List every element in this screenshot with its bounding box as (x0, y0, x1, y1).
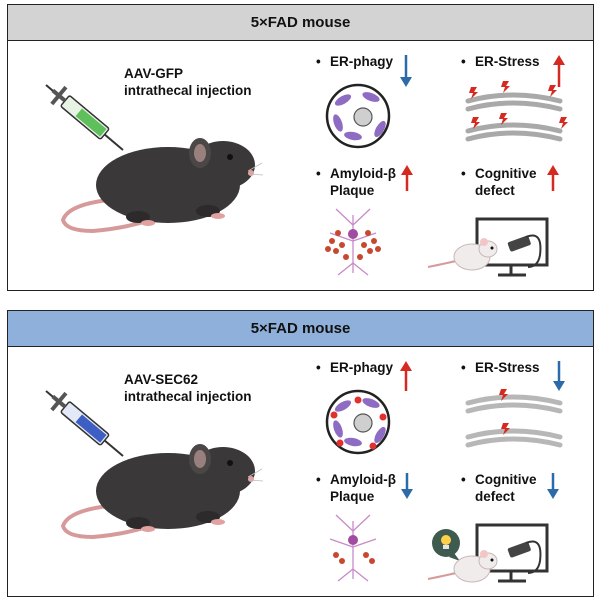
bullet: • (316, 166, 321, 181)
panel-illustration (45, 55, 568, 277)
feature-label: ER-Stress (475, 360, 540, 375)
feature-label: ER-phagy (330, 54, 394, 69)
feature-amyloid-plaque: • Amyloid-β Plaque (316, 165, 396, 199)
er-stress-trend-up-icon (553, 55, 565, 87)
er-stress-trend-down-icon (553, 361, 565, 391)
panel-header: 5×FAD mouse (8, 5, 593, 41)
monitor-illustration (475, 523, 549, 583)
injection-route: intrathecal injection (124, 83, 252, 98)
idea-bubble-icon (432, 529, 460, 561)
feature-er-stress: • ER-Stress (461, 53, 540, 70)
feature-er-phagy: • ER-phagy (316, 359, 394, 376)
panel-treatment: 5×FAD mouse AAV-SEC62 intrathecal inject… (7, 310, 594, 597)
bullet: • (461, 472, 466, 487)
neuron-plaque-illustration (325, 208, 381, 276)
er-phagy-trend-up-icon (400, 361, 412, 391)
feature-cognitive-defect: • Cognitive defect (461, 165, 537, 199)
lightning-icons (469, 81, 568, 129)
bullet: • (461, 360, 466, 375)
feature-cognitive-defect: • Cognitive defect (461, 471, 537, 505)
mouse-illustration (60, 138, 264, 234)
mouse-illustration (60, 444, 264, 540)
feature-er-stress: • ER-Stress (461, 359, 540, 376)
bullet: • (461, 166, 466, 181)
small-mouse-illustration (427, 550, 498, 583)
feature-label: Amyloid-β (330, 166, 396, 181)
vector-name: AAV-SEC62 (124, 372, 199, 387)
panel-illustration (45, 361, 565, 583)
lightning-icons (499, 389, 510, 435)
feature-label-line2: Plaque (330, 489, 375, 504)
injection-label: AAV-GFP intrathecal injection (124, 65, 252, 99)
feature-label-line2: defect (475, 489, 515, 504)
bullet: • (316, 54, 321, 69)
feature-label: ER-Stress (475, 54, 540, 69)
amyloid-trend-up-icon (401, 165, 413, 191)
panel-control: 5×FAD mouse AAV-GFP intrathecal injectio… (7, 4, 594, 291)
bullet: • (316, 360, 321, 375)
feature-label: Amyloid-β (330, 472, 396, 487)
neuron-plaque-illustration (329, 514, 377, 582)
small-mouse-illustration (427, 238, 498, 271)
bullet: • (461, 54, 466, 69)
feature-label: ER-phagy (330, 360, 394, 375)
er-phagy-cell-illustration (325, 83, 391, 149)
panel-header: 5×FAD mouse (8, 311, 593, 347)
feature-label: Cognitive (475, 166, 537, 181)
bullet: • (316, 472, 321, 487)
feature-label-line2: Plaque (330, 183, 375, 198)
er-phagy-cell-illustration (325, 389, 391, 455)
cognitive-trend-up-icon (547, 165, 559, 191)
syringe-icon (45, 84, 124, 151)
amyloid-trend-down-icon (401, 473, 413, 499)
cognitive-trend-down-icon (547, 473, 559, 499)
feature-er-phagy: • ER-phagy (316, 53, 394, 70)
injection-label: AAV-SEC62 intrathecal injection (124, 371, 252, 405)
er-stress-sheets-illustration (465, 394, 563, 448)
vector-name: AAV-GFP (124, 66, 184, 81)
injection-route: intrathecal injection (124, 389, 252, 404)
feature-label: Cognitive (475, 472, 537, 487)
syringe-icon (45, 390, 124, 457)
feature-amyloid-plaque: • Amyloid-β Plaque (316, 471, 396, 505)
feature-label-line2: defect (475, 183, 515, 198)
er-phagy-trend-down-icon (400, 55, 412, 87)
er-stress-sheets-illustration (465, 92, 563, 142)
